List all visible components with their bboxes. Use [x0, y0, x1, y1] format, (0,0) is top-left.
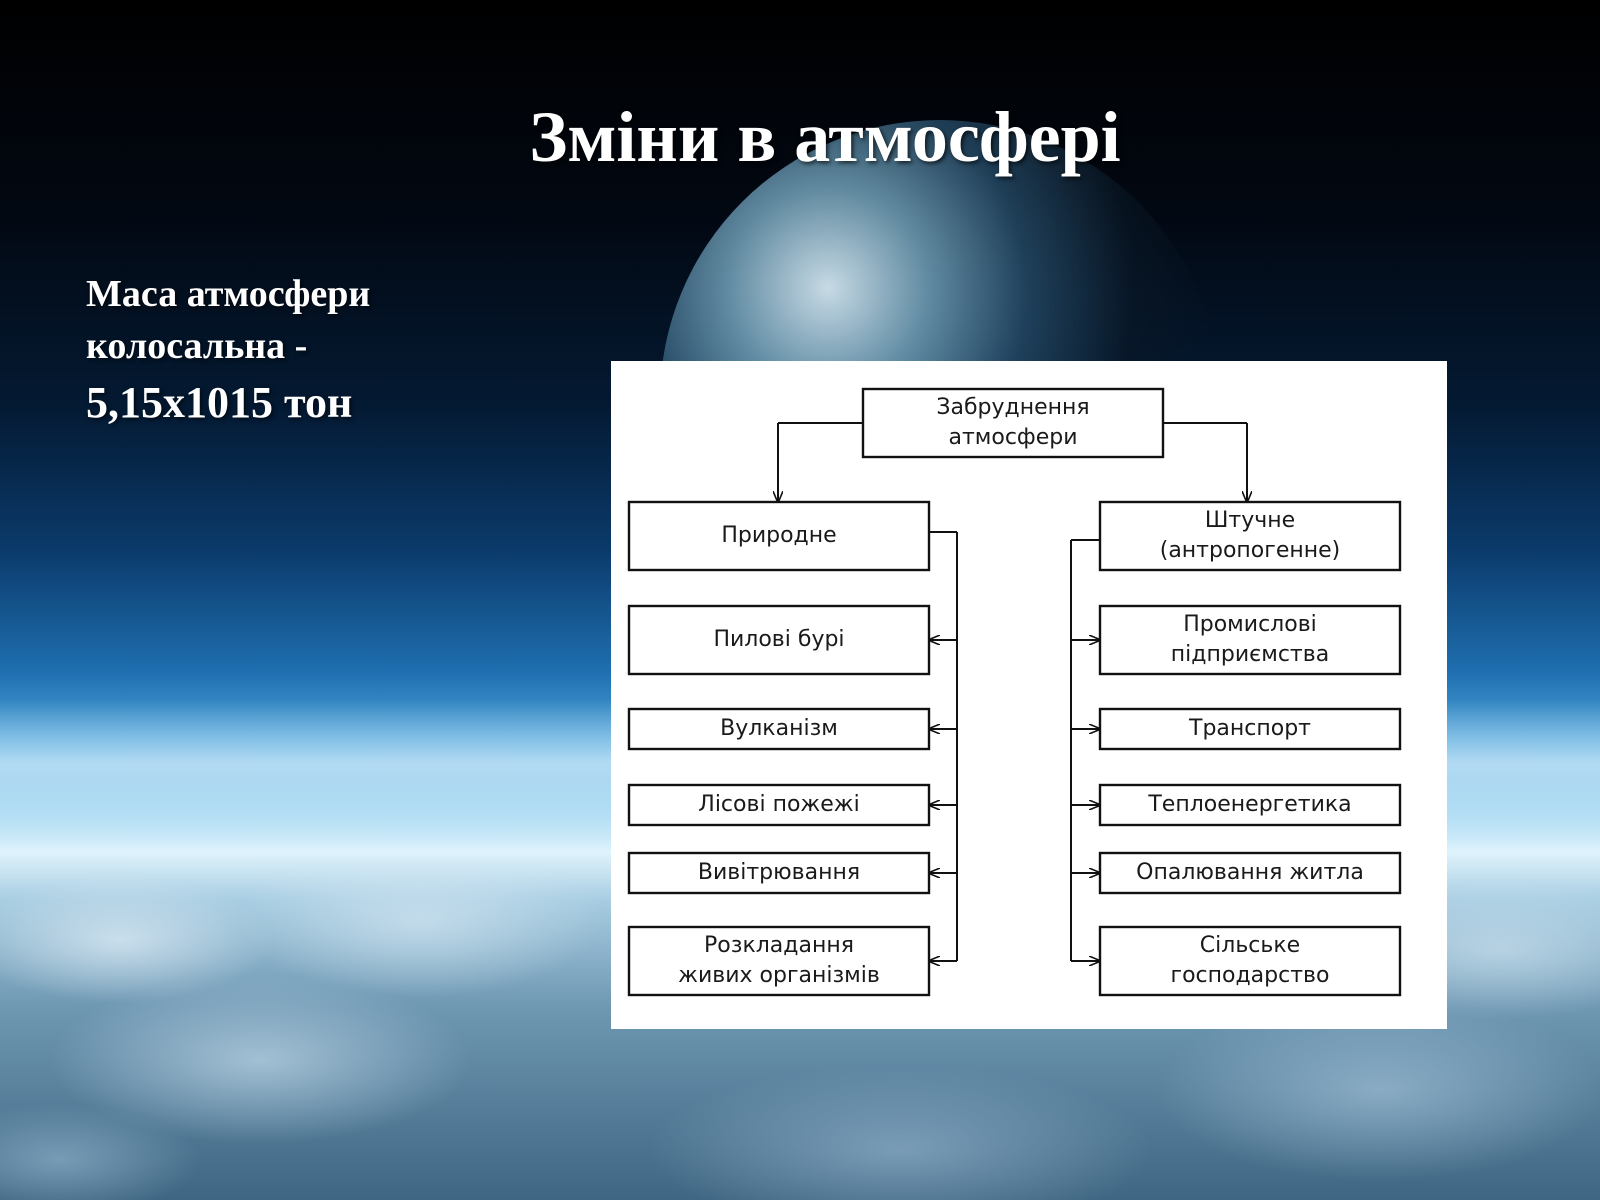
node-artificial-item-5-box	[1098, 925, 1402, 997]
node-root-label: атмосфери	[948, 425, 1077, 450]
node-artificial-item-5-label: господарство	[1171, 963, 1330, 988]
body-line-3: 5,15х1015 тон	[86, 378, 353, 427]
node-natural-item-2-box	[627, 707, 931, 751]
slide-body-text: Маса атмосфери колосальна - 5,15х1015 то…	[86, 268, 370, 434]
node-artificial-label: (антропогенне)	[1160, 538, 1341, 563]
body-line-1: Маса атмосфери	[86, 273, 371, 315]
body-line-2: колосальна -	[86, 325, 308, 367]
node-natural-item-1-box	[627, 604, 931, 676]
node-natural-item-2-label: Вулканізм	[720, 716, 838, 741]
node-artificial-item-1-label: підприємства	[1171, 642, 1329, 667]
node-artificial-item-3-box	[1098, 783, 1402, 827]
node-natural-item-3-box	[627, 783, 931, 827]
node-natural-item-5-label: живих організмів	[678, 963, 880, 988]
node-natural-item-5-box	[627, 925, 931, 997]
node-artificial-item-3-label: Теплоенергетика	[1147, 792, 1351, 817]
node-artificial-box	[1098, 500, 1402, 572]
node-natural-item-5-label: Розкладання	[704, 933, 854, 958]
node-artificial-item-2-label: Транспорт	[1188, 716, 1311, 741]
node-artificial-label: Штучне	[1205, 508, 1295, 533]
node-artificial-item-1-label: Промислові	[1183, 612, 1317, 637]
node-artificial-item-2-box	[1098, 707, 1402, 751]
node-natural-item-4-box	[627, 851, 931, 895]
slide-title: Зміни в атмосфері	[529, 97, 1121, 177]
node-artificial-item-1-box	[1098, 604, 1402, 676]
node-natural-box	[627, 500, 931, 572]
node-artificial-item-4-box	[1098, 851, 1402, 895]
node-artificial-item-4-label: Опалювання житла	[1136, 860, 1364, 885]
node-natural-item-4-label: Вивітрювання	[698, 860, 860, 885]
node-root-label: Забруднення	[936, 395, 1089, 420]
node-natural-label: Природне	[721, 523, 836, 548]
node-artificial-item-5-label: Сільське	[1200, 933, 1300, 958]
node-natural-item-1-label: Пилові бурі	[713, 627, 844, 652]
node-natural-item-3-label: Лісові пожежі	[698, 792, 859, 817]
node-root-box	[861, 387, 1165, 459]
